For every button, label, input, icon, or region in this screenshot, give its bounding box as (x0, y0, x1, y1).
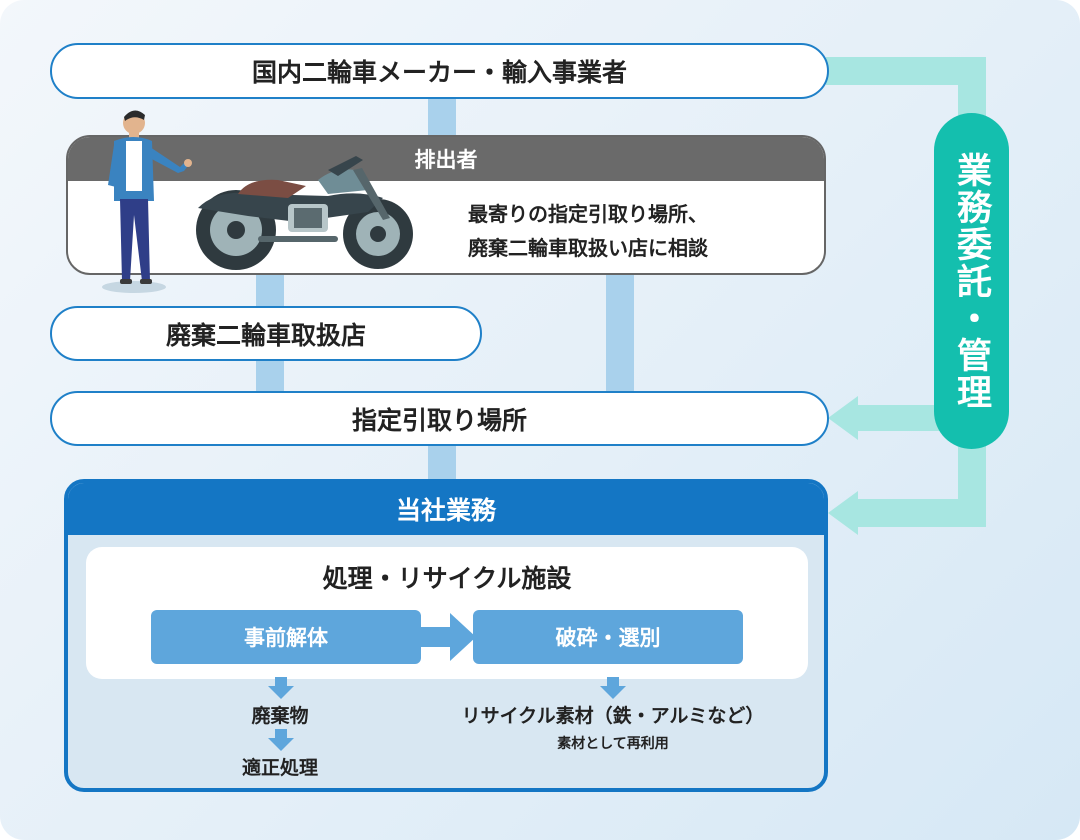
step-crush-sort: 破砕・選別 (473, 610, 743, 664)
step-pre-dismantling: 事前解体 (151, 610, 421, 664)
management-pill: 業務委託・管理 (934, 113, 1009, 449)
recycling-facility-box: 処理・リサイクル施設 事前解体 破砕・選別 (86, 547, 808, 679)
recycle-materials-label: リサイクル素材（鉄・アルミなど） (461, 705, 765, 727)
arrow-to-recycle-icon (600, 677, 626, 699)
emitter-box: 排出者 最寄りの指定引取り場所、 廃棄二輪車取扱い店に相談 (66, 135, 826, 275)
pickup-location-box: 指定引取り場所 (50, 391, 829, 446)
arrow-to-waste-icon (268, 677, 294, 699)
teal-arrow-to-company (828, 491, 858, 535)
management-label: 業務委託・管理 (951, 151, 991, 411)
teal-arrow-to-pickup (828, 396, 858, 440)
reuse-label: 素材として再利用 (557, 736, 669, 752)
pickup-location-label: 指定引取り場所 (351, 405, 527, 435)
emitter-description: 最寄りの指定引取り場所、 廃棄二輪車取扱い店に相談 (468, 197, 708, 265)
step-arrow-icon (420, 613, 476, 661)
connector-emitter-to-dealer (256, 273, 284, 307)
dealer-label: 廃棄二輪車取扱店 (165, 320, 366, 350)
maker-importer-box: 国内二輪車メーカー・輸入事業者 (50, 43, 829, 99)
teal-path-to-company (850, 499, 986, 527)
company-header: 当社業務 (68, 483, 824, 535)
company-operations-box: 当社業務 処理・リサイクル施設 事前解体 破砕・選別 廃棄物 適正処理 リサイク… (64, 479, 828, 792)
dealer-box: 廃棄二輪車取扱店 (50, 306, 482, 361)
emitter-line-2: 廃棄二輪車取扱い店に相談 (468, 236, 708, 260)
maker-importer-label: 国内二輪車メーカー・輸入事業者 (251, 58, 627, 87)
connector-emitter-to-pickup (606, 273, 634, 392)
arrow-to-proper-disposal-icon (268, 729, 294, 751)
facility-title: 処理・リサイクル施設 (322, 564, 572, 593)
emitter-line-1: 最寄りの指定引取り場所、 (468, 202, 708, 226)
emitter-header: 排出者 (68, 137, 824, 181)
proper-disposal-label: 適正処理 (241, 757, 318, 779)
waste-label: 廃棄物 (251, 705, 309, 727)
connector-maker-to-emitter (428, 98, 456, 138)
motorcycle-illustration (196, 156, 413, 270)
connector-dealer-to-pickup (256, 360, 284, 392)
connector-pickup-to-company (428, 444, 456, 482)
person-illustration (102, 110, 192, 293)
